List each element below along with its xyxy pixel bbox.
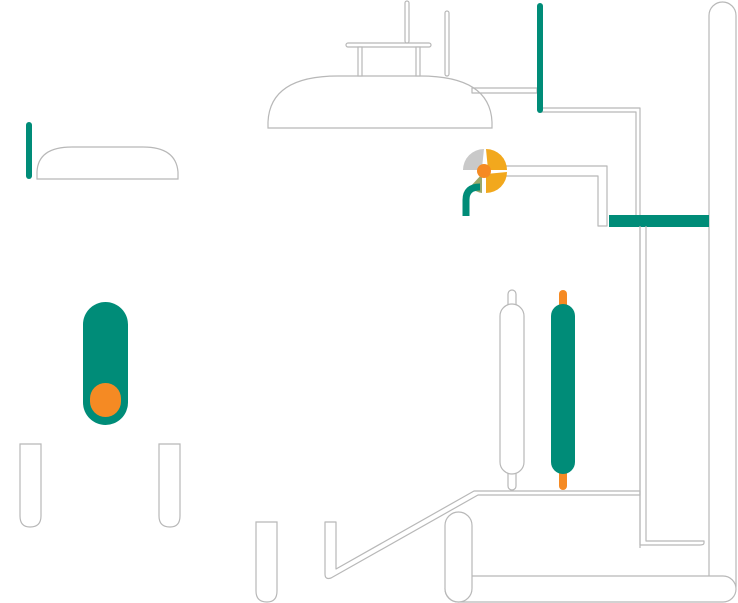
right-vertical-tank <box>708 1 737 601</box>
test-tube-3 <box>255 521 278 603</box>
valve-outlet-teal <box>462 183 481 216</box>
toggle-knob <box>90 383 121 417</box>
valve-segment-gray <box>463 149 484 170</box>
small-dome-hood <box>36 146 179 180</box>
rotary-valve[interactable] <box>462 149 507 216</box>
bottom-vertical-capsule <box>444 511 473 603</box>
pipe-down-run <box>639 226 705 546</box>
small-dome-teal-indicator <box>26 122 32 179</box>
toggle-switch[interactable] <box>83 302 128 425</box>
bottom-horizontal-tank <box>444 575 737 603</box>
teal-vertical-feed <box>537 3 543 113</box>
large-dome-hood <box>267 0 493 129</box>
test-tube-2 <box>158 443 181 528</box>
pipe-dome-to-tank <box>471 87 538 94</box>
valve-center <box>477 164 491 178</box>
valve-segment-yellow-bottom <box>486 172 507 193</box>
pipe-valve-run <box>500 165 608 227</box>
teal-horizontal-feed <box>609 215 709 227</box>
vertical-column-right <box>551 290 575 490</box>
inclined-pipe <box>324 490 641 580</box>
test-tube-1 <box>19 443 42 528</box>
vertical-column-left <box>499 289 525 491</box>
valve-segment-yellow-top <box>486 149 507 170</box>
